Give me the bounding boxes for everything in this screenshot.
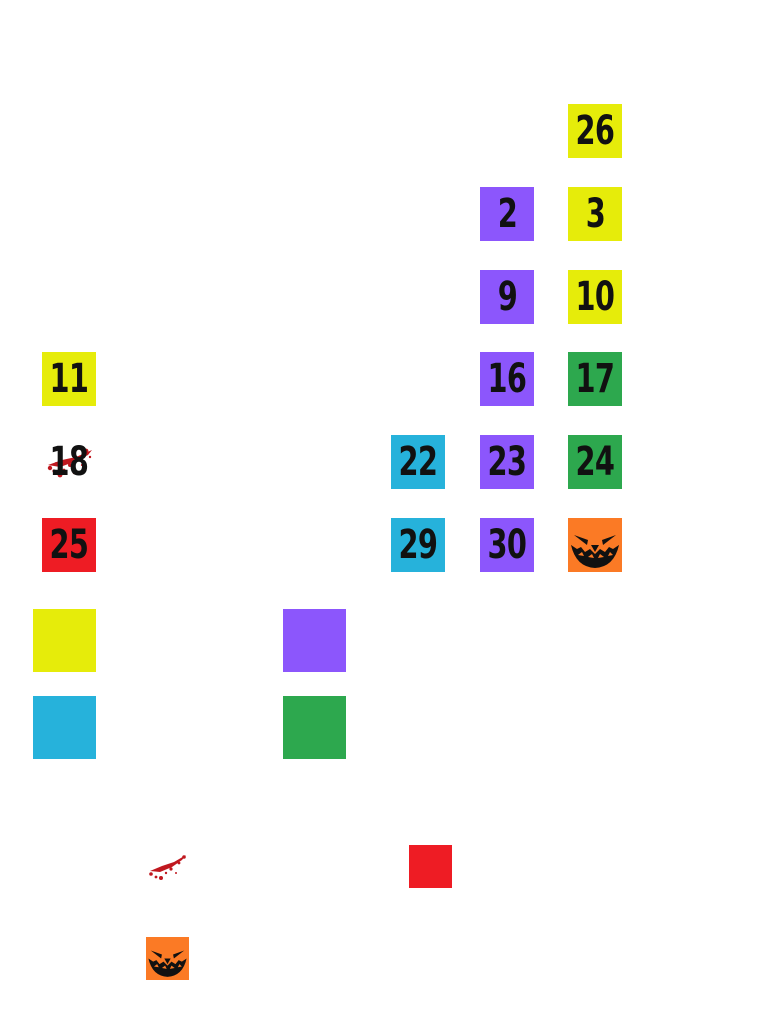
day-number: 9 [497, 274, 517, 320]
day-cell-25[interactable]: 25 [42, 518, 96, 572]
jack-o-lantern-icon [571, 535, 619, 568]
legend-swatch-red [409, 845, 452, 888]
day-cell-22[interactable]: 22 [391, 435, 445, 489]
day-number: 10 [575, 274, 615, 320]
legend-swatch-yellow [33, 609, 96, 672]
day-number: 2 [497, 191, 517, 237]
day-cell-26[interactable]: 26 [568, 104, 622, 158]
day-cell-11[interactable]: 11 [42, 352, 96, 406]
day-number: 24 [575, 439, 615, 485]
day-number: 26 [575, 108, 615, 154]
day-cell-29[interactable]: 29 [391, 518, 445, 572]
day-number: 22 [398, 439, 438, 485]
day-cell-3[interactable]: 3 [568, 187, 622, 241]
legend-swatch-green [283, 696, 346, 759]
day-cell-9[interactable]: 9 [480, 270, 534, 324]
day-cell-17[interactable]: 17 [568, 352, 622, 406]
day-number: 11 [49, 356, 89, 402]
day-cell-31[interactable] [568, 518, 622, 572]
day-cell-23[interactable]: 23 [480, 435, 534, 489]
jack-o-lantern-icon [148, 950, 187, 977]
day-number: 16 [487, 356, 527, 402]
blood-splatter-icon [149, 855, 186, 880]
legend-jack-o-lantern [146, 937, 189, 980]
day-cell-24[interactable]: 24 [568, 435, 622, 489]
day-number: 30 [487, 522, 527, 568]
legend-swatch-blue [33, 696, 96, 759]
day-cell-30[interactable]: 30 [480, 518, 534, 572]
day-number: 18 [49, 439, 89, 485]
legend-swatch-purple [283, 609, 346, 672]
legend-blood-splatter [146, 845, 189, 888]
day-cell-2[interactable]: 2 [480, 187, 534, 241]
day-number: 23 [487, 439, 527, 485]
day-number: 17 [575, 356, 615, 402]
day-cell-16[interactable]: 16 [480, 352, 534, 406]
day-cell-18[interactable]: 18 [42, 435, 96, 489]
day-number: 3 [585, 191, 605, 237]
day-number: 25 [49, 522, 89, 568]
day-number: 29 [398, 522, 438, 568]
day-cell-10[interactable]: 10 [568, 270, 622, 324]
